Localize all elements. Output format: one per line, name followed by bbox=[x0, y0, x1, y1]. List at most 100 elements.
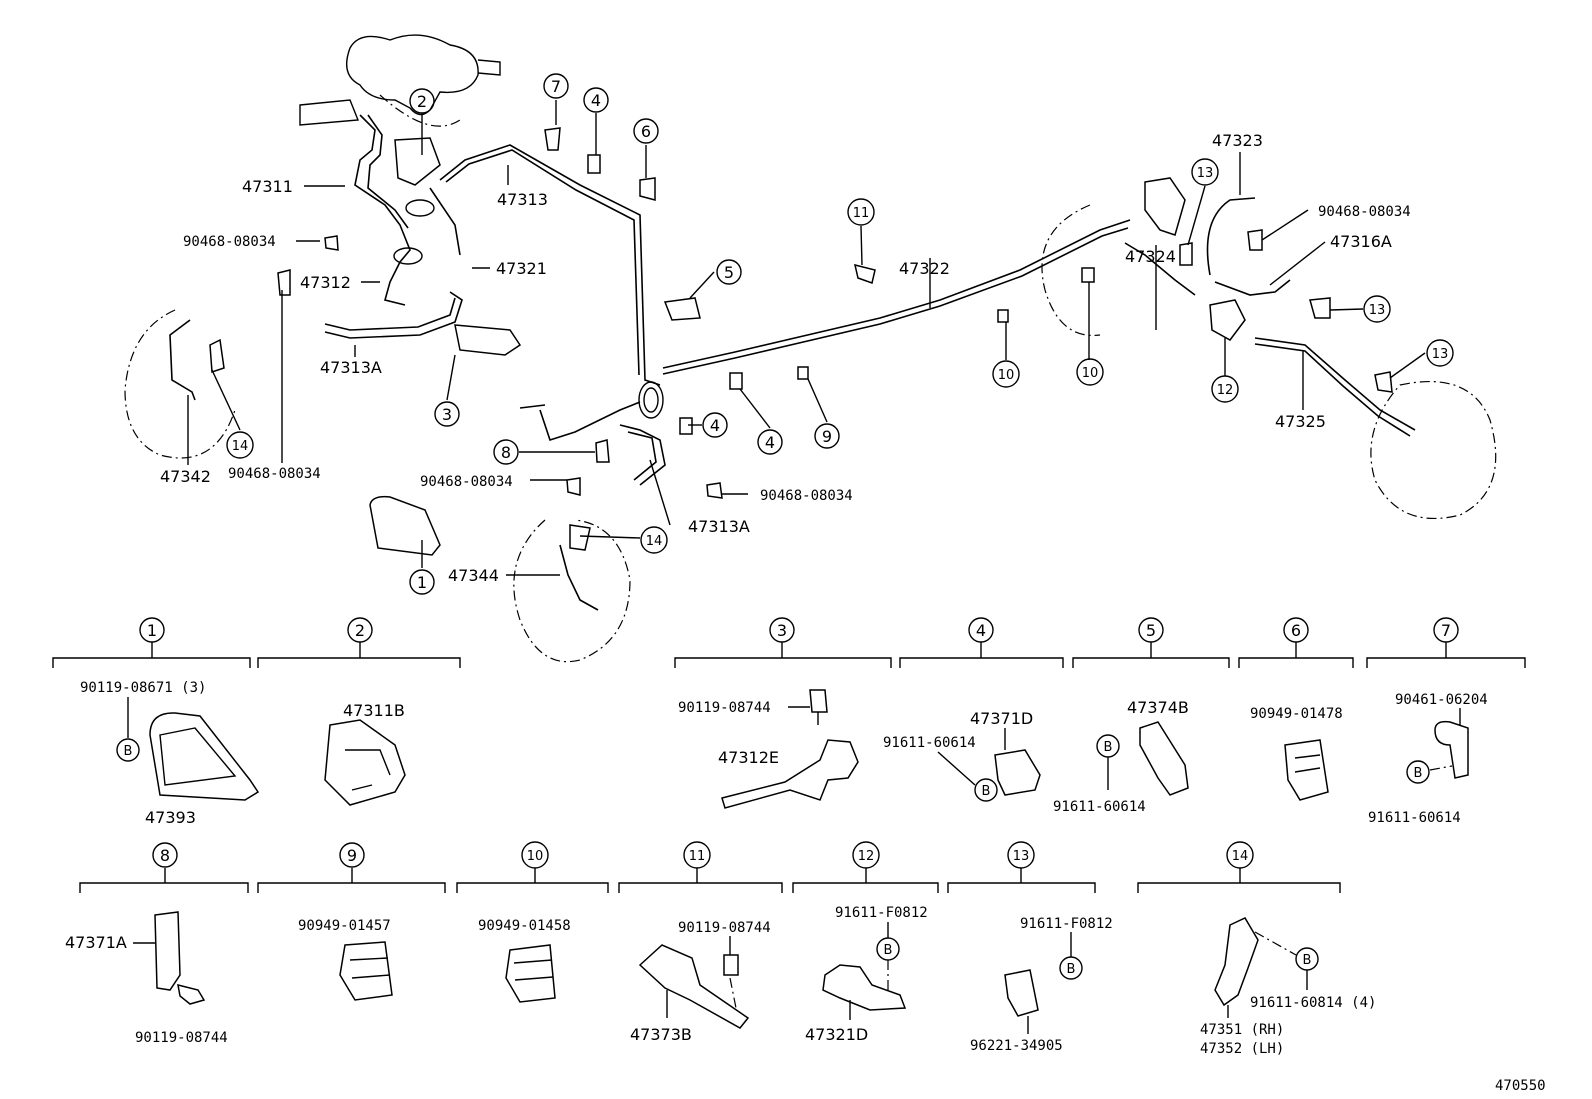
detail-10: 10 90949-01458 bbox=[478, 841, 571, 1003]
detail-5: 5 47374B B 91611-60614 bbox=[1053, 617, 1189, 815]
svg-text:47393: 47393 bbox=[145, 808, 196, 827]
svg-text:4: 4 bbox=[710, 416, 720, 435]
detail-6: 6 90949-01478 bbox=[1250, 617, 1343, 801]
svg-text:5: 5 bbox=[724, 263, 734, 282]
label-47342: 47342 bbox=[160, 467, 211, 486]
svg-text:47312E: 47312E bbox=[718, 748, 779, 767]
svg-text:7: 7 bbox=[551, 77, 561, 96]
callout-2: 2 bbox=[409, 88, 435, 114]
svg-text:B: B bbox=[982, 784, 991, 799]
svg-text:47351 (RH): 47351 (RH) bbox=[1200, 1022, 1284, 1038]
main-part-labels: 47311 47313 90468-08034 47321 47312 4731… bbox=[160, 131, 1411, 585]
detail-4: 4 47371D 91611-60614 B bbox=[883, 617, 1041, 802]
svg-text:11: 11 bbox=[853, 206, 870, 221]
svg-text:14: 14 bbox=[232, 439, 249, 454]
svg-text:90119-08744: 90119-08744 bbox=[678, 700, 771, 716]
svg-text:8: 8 bbox=[501, 443, 511, 462]
svg-text:4: 4 bbox=[591, 91, 601, 110]
detail-row-1: 1 90119-08671 (3) B 47393 2 47311B 3 901… bbox=[52, 617, 1526, 827]
label-47323: 47323 bbox=[1212, 131, 1263, 150]
detail-row-2: 8 47371A 90119-08744 9 90949-01457 10 90… bbox=[65, 841, 1376, 1057]
svg-text:8: 8 bbox=[160, 846, 170, 865]
svg-text:90119-08671 (3): 90119-08671 (3) bbox=[80, 680, 206, 696]
svg-text:3: 3 bbox=[442, 405, 452, 424]
svg-text:90119-08744: 90119-08744 bbox=[678, 920, 771, 936]
callout-10: 10 bbox=[992, 360, 1020, 388]
svg-text:2: 2 bbox=[355, 621, 365, 640]
svg-text:9: 9 bbox=[347, 846, 357, 865]
svg-text:91611-F0812: 91611-F0812 bbox=[1020, 916, 1113, 932]
callout-1: 1 bbox=[409, 569, 435, 595]
detail-13: 13 91611-F0812 B 96221-34905 bbox=[970, 841, 1113, 1054]
label-47312: 47312 bbox=[300, 273, 351, 292]
svg-text:B: B bbox=[1104, 740, 1113, 755]
svg-text:47321D: 47321D bbox=[805, 1025, 868, 1044]
callout-3: 3 bbox=[434, 401, 460, 427]
detail-2: 2 47311B bbox=[324, 617, 406, 806]
detail-14: 14 B 91611-60814 (4) 47351 (RH) 47352 (L… bbox=[1200, 841, 1376, 1057]
svg-text:90461-06204: 90461-06204 bbox=[1395, 692, 1488, 708]
svg-text:1: 1 bbox=[147, 621, 157, 640]
svg-text:B: B bbox=[1414, 766, 1423, 781]
label-47324: 47324 bbox=[1125, 247, 1176, 266]
callout-8: 8 bbox=[493, 439, 519, 465]
svg-text:B: B bbox=[884, 943, 893, 958]
detail-11: 11 90119-08744 47373B bbox=[630, 841, 771, 1044]
svg-text:91611-60614: 91611-60614 bbox=[883, 735, 976, 751]
svg-text:10: 10 bbox=[527, 849, 544, 864]
detail-8: 8 47371A 90119-08744 bbox=[65, 842, 228, 1046]
svg-text:90949-01458: 90949-01458 bbox=[478, 918, 571, 934]
svg-text:B: B bbox=[1303, 953, 1312, 968]
svg-text:B: B bbox=[124, 744, 133, 759]
svg-text:13: 13 bbox=[1432, 347, 1449, 362]
label-90468-08034: 90468-08034 bbox=[420, 474, 513, 490]
svg-text:91611-60614: 91611-60614 bbox=[1053, 799, 1146, 815]
svg-text:6: 6 bbox=[641, 122, 651, 141]
svg-text:11: 11 bbox=[689, 849, 706, 864]
callout-circles: 2 7 4 6 5 3 8 4 4 9 14 14 1 11 10 10 13 … bbox=[226, 73, 1454, 595]
svg-text:B: B bbox=[1067, 962, 1076, 977]
svg-text:10: 10 bbox=[1082, 366, 1099, 381]
svg-text:4: 4 bbox=[765, 433, 775, 452]
detail-12: 12 91611-F0812 B 47321D bbox=[805, 841, 928, 1044]
detail-9: 9 90949-01457 bbox=[298, 842, 393, 1001]
callout-4: 4 bbox=[757, 429, 783, 455]
svg-text:12: 12 bbox=[1217, 383, 1234, 398]
callout-9: 9 bbox=[814, 423, 840, 449]
svg-text:47373B: 47373B bbox=[630, 1025, 692, 1044]
svg-text:12: 12 bbox=[858, 849, 875, 864]
svg-text:4: 4 bbox=[976, 621, 986, 640]
svg-text:9: 9 bbox=[822, 427, 832, 446]
svg-text:90949-01478: 90949-01478 bbox=[1250, 706, 1343, 722]
label-47321: 47321 bbox=[496, 259, 547, 278]
svg-text:91611-60614: 91611-60614 bbox=[1368, 810, 1461, 826]
callout-11: 11 bbox=[847, 198, 875, 226]
leader-lines bbox=[187, 100, 1426, 576]
svg-text:47374B: 47374B bbox=[1127, 698, 1189, 717]
brake-line-assembly bbox=[124, 34, 1497, 663]
svg-text:47371D: 47371D bbox=[970, 709, 1033, 728]
label-47311: 47311 bbox=[242, 177, 293, 196]
svg-text:13: 13 bbox=[1369, 303, 1386, 318]
label-90468-08034: 90468-08034 bbox=[760, 488, 853, 504]
svg-text:47352 (LH): 47352 (LH) bbox=[1200, 1041, 1284, 1057]
label-90468-08034: 90468-08034 bbox=[1318, 204, 1411, 220]
svg-text:13: 13 bbox=[1197, 166, 1214, 181]
svg-text:5: 5 bbox=[1146, 621, 1156, 640]
svg-text:47371A: 47371A bbox=[65, 933, 127, 952]
callout-6: 6 bbox=[633, 118, 659, 144]
callout-4: 4 bbox=[583, 87, 609, 113]
svg-text:90949-01457: 90949-01457 bbox=[298, 918, 391, 934]
svg-text:10: 10 bbox=[998, 368, 1015, 383]
svg-text:7: 7 bbox=[1441, 621, 1451, 640]
callout-13: 13 bbox=[1426, 339, 1454, 367]
label-47313A: 47313A bbox=[320, 358, 382, 377]
label-90468-08034: 90468-08034 bbox=[183, 234, 276, 250]
label-47313: 47313 bbox=[497, 190, 548, 209]
label-47325: 47325 bbox=[1275, 412, 1326, 431]
svg-text:13: 13 bbox=[1013, 849, 1030, 864]
svg-text:1: 1 bbox=[417, 573, 427, 592]
callout-14: 14 bbox=[640, 526, 668, 554]
svg-text:91611-F0812: 91611-F0812 bbox=[835, 905, 928, 921]
